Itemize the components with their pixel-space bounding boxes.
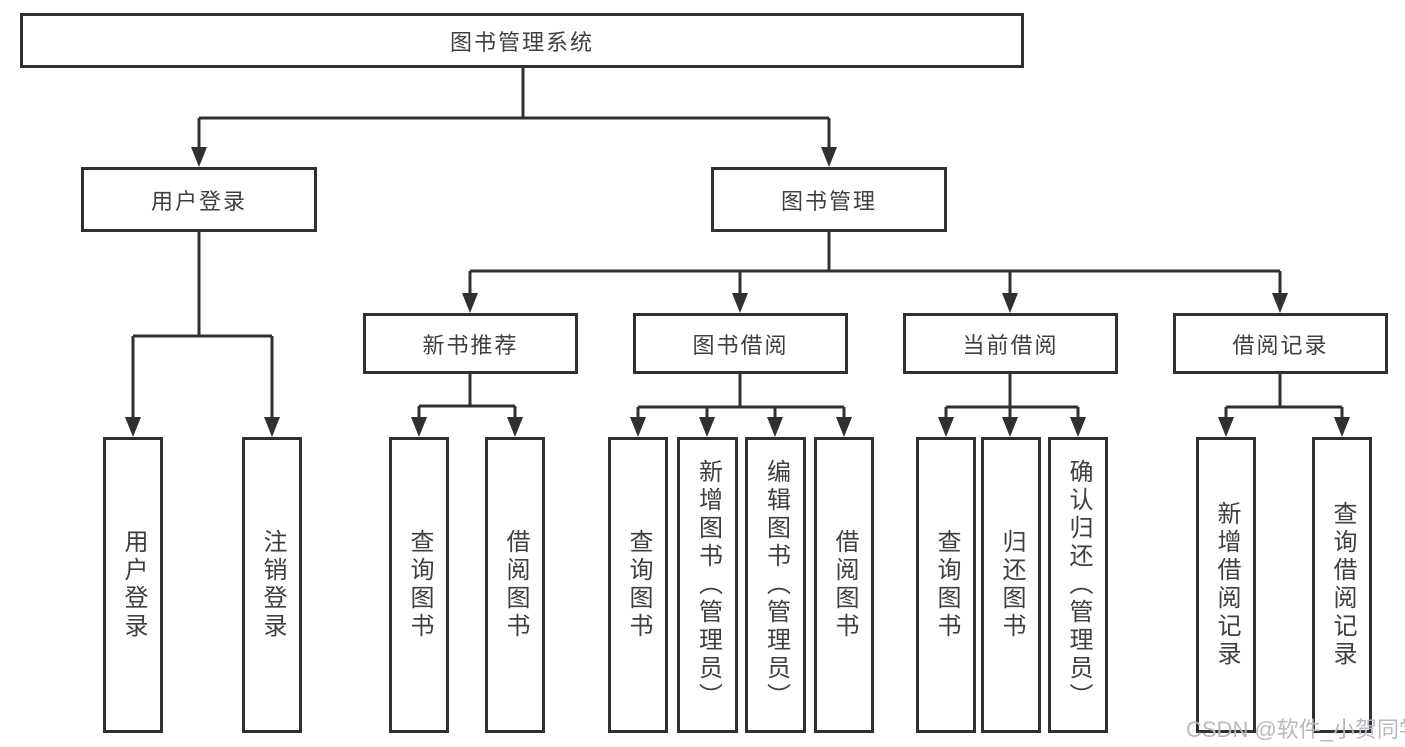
- connector-current-borrow-to-leaves: [938, 374, 1086, 437]
- node-leaf-query-books-current: 查询图书: [916, 437, 976, 733]
- node-leaf-query-books-borrow: 查询图书: [608, 437, 668, 733]
- connector-root-to-level2: [191, 68, 837, 167]
- node-borrow-records: 借阅记录: [1173, 313, 1388, 374]
- node-leaf-return-books: 归还图书: [981, 437, 1041, 733]
- node-current-borrow: 当前借阅: [903, 313, 1118, 374]
- node-label: 查询图书: [933, 529, 960, 641]
- node-label: 查询图书: [406, 529, 433, 641]
- node-label: 用户登录: [120, 529, 147, 641]
- node-leaf-edit-books-admin: 编辑图书（管理员）: [745, 437, 806, 733]
- node-new-book-recommend: 新书推荐: [363, 313, 578, 374]
- node-label: 新书推荐: [422, 332, 519, 358]
- node-label: 借阅记录: [1232, 332, 1329, 358]
- node-label: 用户登录: [150, 188, 247, 214]
- node-user-login: 用户登录: [81, 167, 317, 232]
- node-leaf-borrow-books: 借阅图书: [814, 437, 874, 733]
- node-label: 图书借阅: [692, 332, 789, 358]
- node-label: 图书管理: [780, 188, 877, 214]
- node-leaf-borrow-books-recommend: 借阅图书: [485, 437, 545, 733]
- node-label: 编辑图书（管理员）: [762, 459, 790, 711]
- connector-user-login-to-leaves: [125, 232, 280, 437]
- node-label: 新增借阅记录: [1213, 501, 1240, 669]
- node-leaf-add-borrow-record: 新增借阅记录: [1196, 437, 1256, 733]
- csdn-watermark: CSDN @软件_小贺同学: [1186, 717, 1405, 742]
- node-label: 查询借阅记录: [1329, 501, 1356, 669]
- node-label: 图书管理系统: [449, 29, 594, 55]
- node-root-system: 图书管理系统: [20, 13, 1024, 68]
- connector-book-management-to-level3: [462, 232, 1288, 313]
- node-leaf-logout: 注销登录: [242, 437, 302, 733]
- node-label: 借阅图书: [831, 529, 858, 641]
- connector-new-book-recommend-to-leaves: [411, 374, 523, 437]
- node-leaf-query-books-recommend: 查询图书: [389, 437, 449, 733]
- connector-book-borrow-to-leaves: [630, 374, 852, 437]
- node-leaf-add-books-admin: 新增图书（管理员）: [677, 437, 738, 733]
- node-label: 确认归还（管理员）: [1065, 459, 1092, 711]
- node-label: 当前借阅: [962, 332, 1059, 358]
- node-leaf-query-borrow-record: 查询借阅记录: [1312, 437, 1372, 733]
- node-label: 新增图书（管理员）: [694, 459, 722, 711]
- node-leaf-confirm-return-admin: 确认归还（管理员）: [1048, 437, 1108, 733]
- node-label: 借阅图书: [502, 529, 529, 641]
- node-book-management: 图书管理: [711, 167, 947, 232]
- connector-borrow-records-to-leaves: [1218, 374, 1350, 437]
- node-label: 查询图书: [625, 529, 652, 641]
- node-label: 注销登录: [259, 529, 286, 641]
- node-label: 归还图书: [998, 529, 1025, 641]
- node-leaf-user-login: 用户登录: [103, 437, 163, 733]
- node-book-borrow: 图书借阅: [633, 313, 848, 374]
